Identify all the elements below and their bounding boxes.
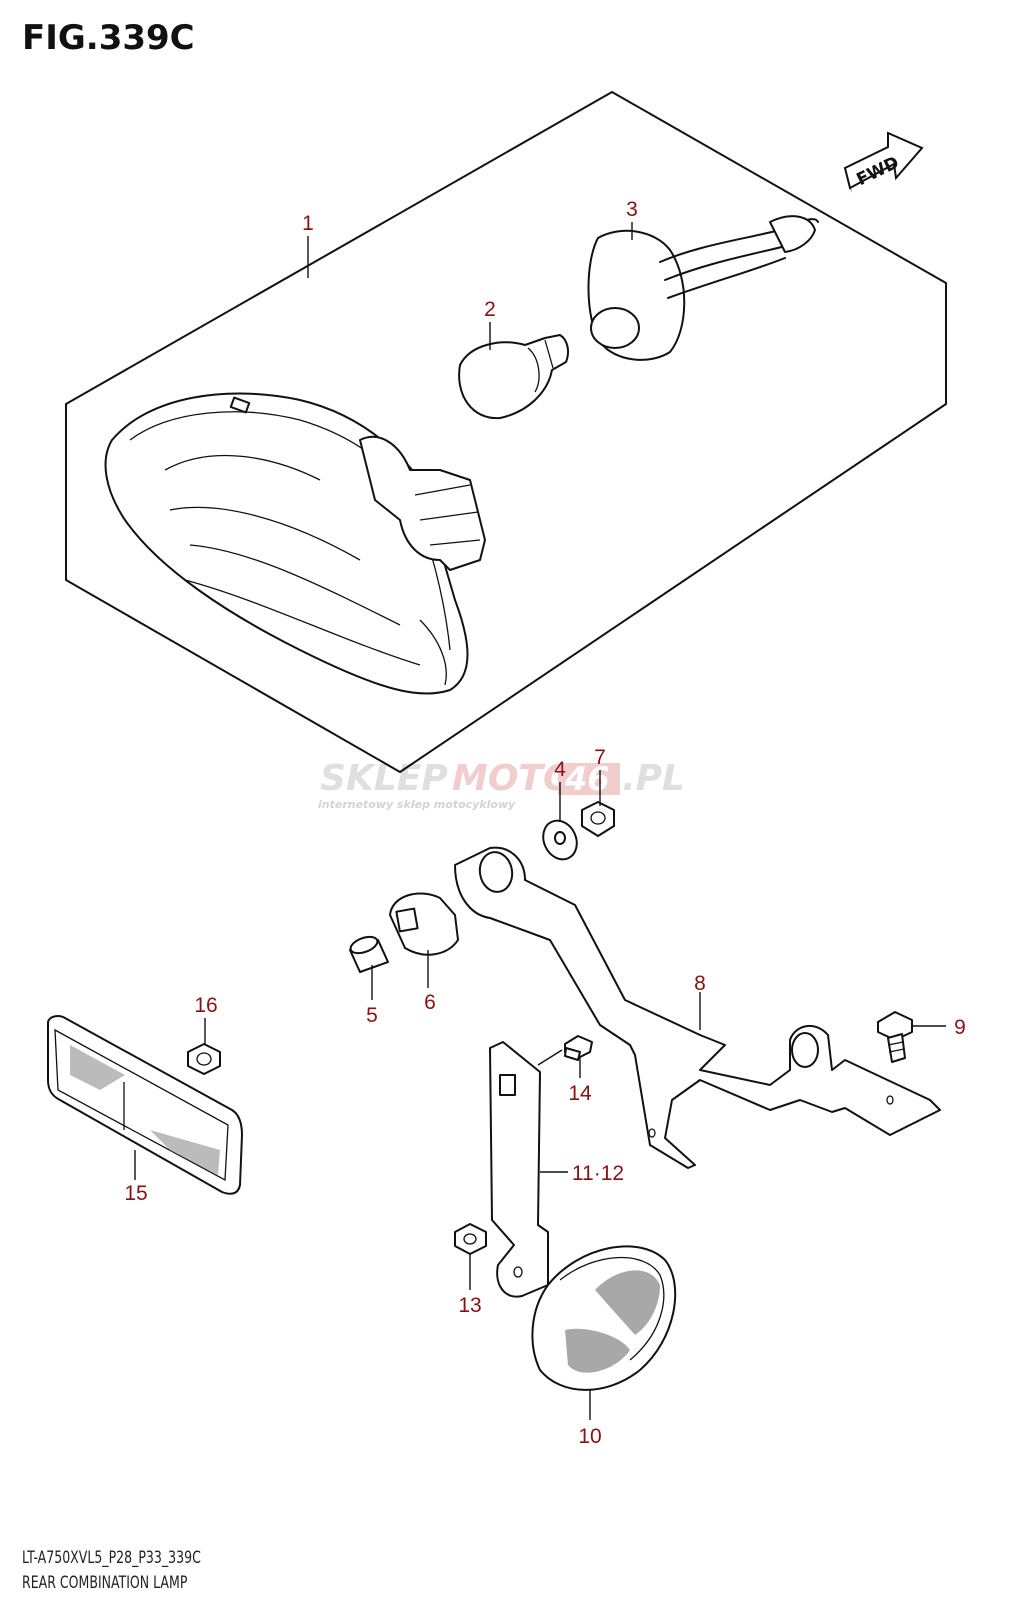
watermark-badge: [558, 763, 620, 795]
callout-16: 16: [194, 994, 217, 1017]
callout-4: 4: [554, 758, 566, 781]
callout-9: 9: [954, 1016, 966, 1039]
reflector-stay[interactable]: [489, 1041, 549, 1298]
rear-combination-lamp[interactable]: [104, 392, 486, 695]
lamp-bracket[interactable]: [454, 846, 941, 1169]
round-reflector[interactable]: [531, 1245, 677, 1391]
callout-14: 14: [568, 1082, 592, 1105]
callout-13: 13: [458, 1294, 481, 1317]
side-reflector[interactable]: [47, 1015, 243, 1195]
nut-lower[interactable]: [454, 1223, 487, 1255]
callout-8: 8: [694, 972, 706, 995]
callouts: 1 2 3 4 5 6 7 8 9 10 11·12 13 14 15 16: [124, 198, 966, 1448]
figure-title: FIG.339C: [22, 18, 195, 58]
callout-6: 6: [424, 991, 436, 1014]
callout-2: 2: [484, 298, 496, 321]
assembly-outline-box: [65, 91, 947, 773]
watermark-brand-tld: .PL: [622, 758, 685, 799]
figure-name: REAR COMBINATION LAMP: [22, 1573, 188, 1593]
callout-10: 10: [578, 1425, 601, 1448]
nut-reflector[interactable]: [187, 1043, 221, 1075]
bulb-socket[interactable]: [587, 215, 819, 361]
grommet[interactable]: [389, 892, 459, 956]
washer[interactable]: [537, 815, 583, 865]
callout-7: 7: [594, 746, 606, 769]
fwd-arrow-icon: FWD: [843, 131, 924, 193]
callout-5: 5: [366, 1004, 378, 1027]
callout-15: 15: [124, 1182, 147, 1205]
spacer[interactable]: [348, 934, 389, 973]
bolt[interactable]: [877, 1011, 913, 1063]
watermark-brand-left: SKLEP: [320, 758, 448, 799]
figure-code: LT-A750XVL5_P28_P33_339C: [22, 1548, 201, 1568]
callout-11-12: 11·12: [572, 1162, 624, 1185]
watermark: SKLEP MOTO 46 .PL internetowy sklep moto…: [318, 758, 685, 811]
watermark-brand-num: 46: [564, 760, 610, 798]
callout-1: 1: [302, 212, 314, 235]
watermark-brand-right: MOTO: [452, 758, 574, 799]
nut-upper[interactable]: [581, 801, 615, 837]
bulb[interactable]: [458, 334, 569, 420]
callout-3: 3: [626, 198, 638, 221]
leader-lines: [134, 222, 946, 1420]
watermark-tagline: internetowy sklep motocyklowy: [318, 798, 516, 811]
screw[interactable]: [564, 1035, 593, 1061]
